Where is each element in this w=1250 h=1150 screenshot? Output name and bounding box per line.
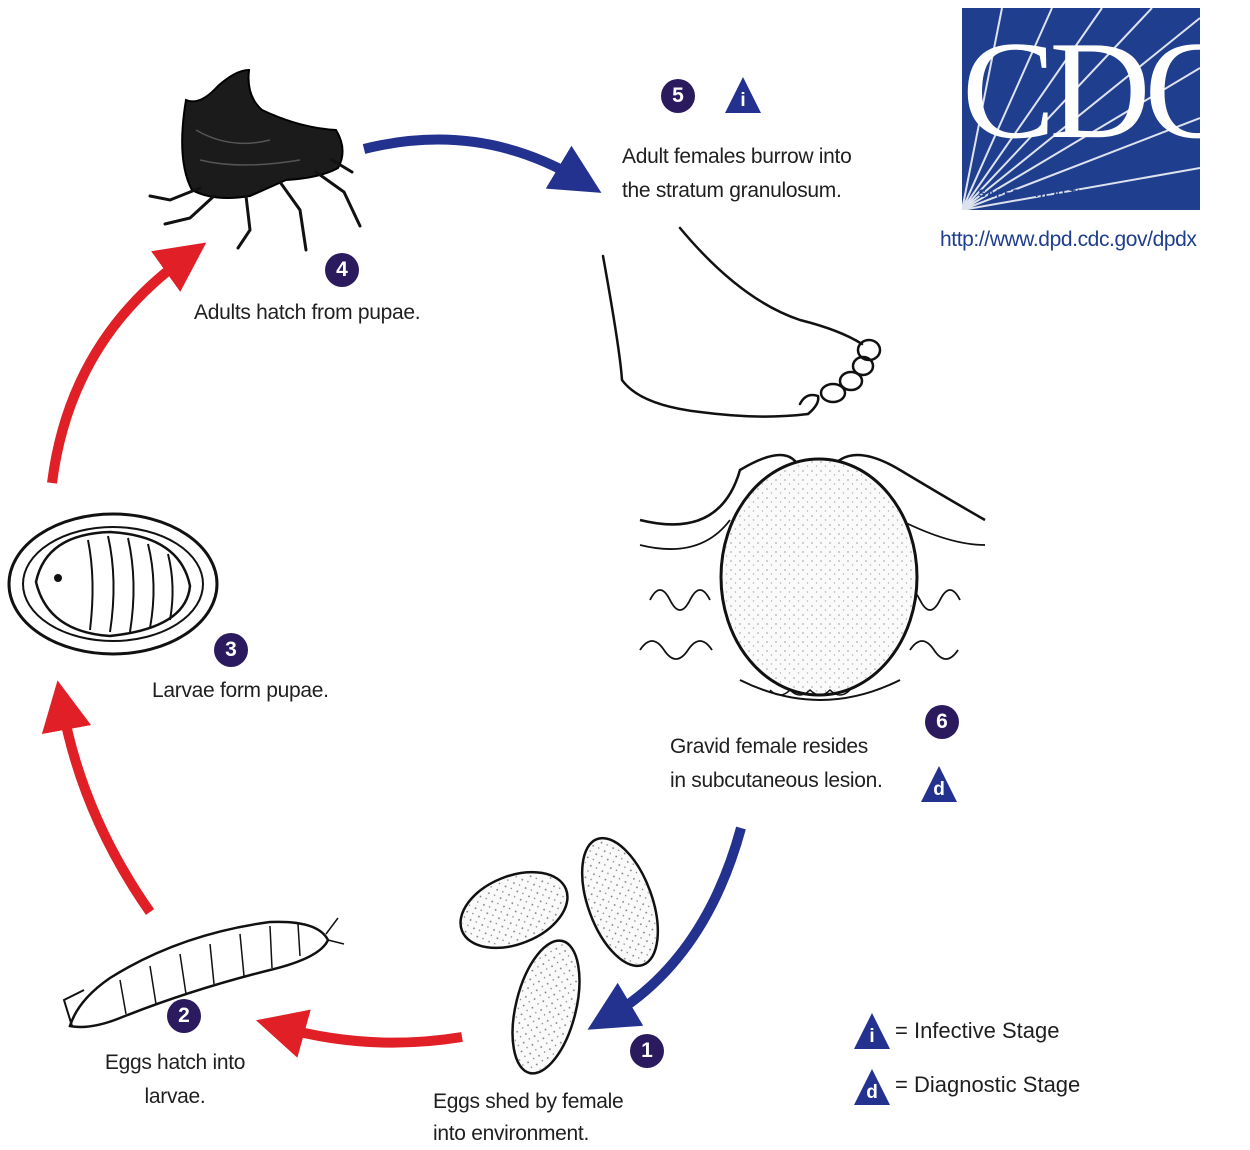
cdc-url: http://www.dpd.cdc.gov/dpdx: [940, 228, 1197, 252]
legend-diagnostic-letter: d: [853, 1082, 891, 1104]
diagnostic-marker-letter: d: [920, 779, 958, 801]
legend-infective-text: = Infective Stage: [895, 1018, 1060, 1044]
cdc-tagline: SAFER · HEALTHIER · PEOPLE™: [962, 188, 1202, 200]
stage-2-label: Eggs hatch into larvae.: [75, 1046, 275, 1114]
stage-3-badge: 3: [214, 633, 248, 667]
legend-diagnostic-text: = Diagnostic Stage: [895, 1072, 1080, 1098]
stage-5-line-2: the stratum granulosum.: [622, 174, 851, 208]
cdc-logo: CDC: [962, 8, 1200, 210]
stage-6-line-1: Gravid female resides: [670, 730, 883, 764]
arrow-pupae-to-adults: [52, 257, 186, 483]
stage-6-label: Gravid female resides in subcutaneous le…: [670, 730, 883, 798]
stage-5-label: Adult females burrow into the stratum gr…: [622, 140, 851, 208]
larva-illustration: [64, 918, 344, 1027]
arrow-larvae-to-pupae: [62, 705, 150, 912]
arrow-adult-to-host: [364, 140, 580, 180]
infective-marker-letter: i: [724, 90, 762, 112]
legend-diagnostic-marker: d: [853, 1068, 891, 1106]
stage-6-line-2: in subcutaneous lesion.: [670, 764, 883, 798]
cdc-wordmark: CDC: [962, 16, 1200, 166]
stage-4-label: Adults hatch from pupae.: [194, 296, 420, 330]
stage-6-badge: 6: [925, 705, 959, 739]
adult-flea-illustration: [150, 70, 360, 250]
legend-infective-letter: i: [853, 1026, 891, 1048]
stage-4-badge: 4: [325, 253, 359, 287]
stage-1-line-2: into environment.: [433, 1118, 623, 1150]
stage-2-badge: 2: [167, 999, 201, 1033]
stage-2-line-2: larvae.: [75, 1080, 275, 1114]
subcutaneous-lesion-illustration: [640, 455, 985, 700]
pupa-illustration: [9, 514, 217, 654]
infective-stage-marker: i: [724, 76, 762, 114]
legend-infective-marker: i: [853, 1012, 891, 1050]
stage-3-line-1: Larvae form pupae.: [152, 674, 329, 708]
stage-1-label: Eggs shed by female into environment.: [433, 1086, 623, 1150]
diagnostic-stage-marker: d: [920, 765, 958, 803]
stage-5-badge: 5: [661, 79, 695, 113]
stage-1-badge: 1: [630, 1034, 664, 1068]
human-foot-illustration: [603, 228, 880, 417]
stage-4-line-1: Adults hatch from pupae.: [194, 296, 420, 330]
stage-3-label: Larvae form pupae.: [152, 674, 329, 708]
arrow-eggs-to-larvae: [280, 1027, 462, 1043]
stage-2-line-1: Eggs hatch into: [75, 1046, 275, 1080]
stage-5-line-1: Adult females burrow into: [622, 140, 851, 174]
stage-1-line-1: Eggs shed by female: [433, 1086, 623, 1118]
